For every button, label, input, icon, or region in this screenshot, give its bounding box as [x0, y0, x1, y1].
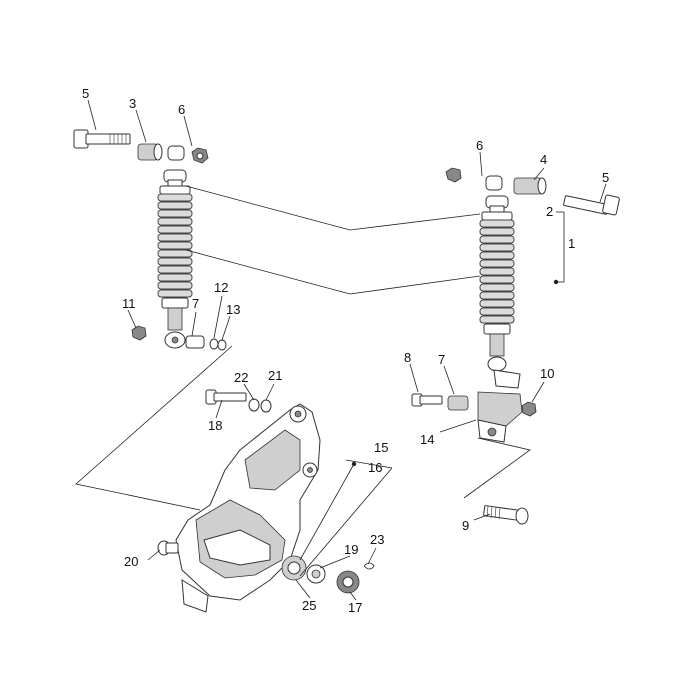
right-bolt	[563, 194, 620, 216]
callout-7-left: 7	[192, 296, 199, 311]
callout-8: 8	[404, 350, 411, 365]
callout-7-right: 7	[438, 352, 445, 367]
left-shock-absorber	[157, 169, 193, 349]
callout-9: 9	[462, 518, 469, 533]
left-bushing	[137, 143, 163, 161]
callout-3: 3	[129, 96, 136, 111]
left-spacer	[167, 145, 185, 161]
callout-4: 4	[540, 152, 547, 167]
right-top-hardware	[445, 167, 620, 216]
leader-lines	[87, 99, 607, 601]
callout-12: 12	[214, 280, 228, 295]
clip-23	[363, 562, 375, 570]
callout-5-left: 5	[82, 86, 89, 101]
callout-5-right: 5	[602, 170, 609, 185]
callout-19: 19	[344, 542, 358, 557]
swing-arm-housing	[175, 403, 321, 613]
left-bottom-hardware	[131, 325, 227, 351]
bolt-9	[483, 505, 529, 525]
bolt-20	[157, 540, 179, 556]
callout-17: 17	[348, 600, 362, 615]
callout-2: 2	[546, 204, 553, 219]
callout-6-left: 6	[178, 102, 185, 117]
bolt-18	[205, 389, 272, 413]
callout-20: 20	[124, 554, 138, 569]
callout-11: 11	[122, 296, 136, 311]
left-nut	[191, 147, 209, 164]
left-bolt	[73, 129, 131, 149]
callout-6-right: 6	[476, 138, 483, 153]
left-top-hardware	[73, 129, 209, 164]
assembly-guide-lines	[75, 185, 531, 511]
gear-17	[336, 570, 360, 594]
callout-13: 13	[226, 302, 240, 317]
callout-18: 18	[208, 418, 222, 433]
right-bottom-hardware	[411, 393, 469, 411]
callout-21: 21	[268, 368, 282, 383]
right-shock-absorber	[479, 195, 515, 372]
callout-16: 16	[368, 460, 382, 475]
callout-25: 25	[302, 598, 316, 613]
callout-15: 15	[374, 440, 388, 455]
callout-22: 22	[234, 370, 248, 385]
callout-10: 10	[540, 366, 554, 381]
callout-23: 23	[370, 532, 384, 547]
right-bottom-bracket	[477, 369, 537, 443]
callouts: 5 3 6 11 7 12 13 6 4 5 2 1 8 7 10 14 9 2…	[82, 86, 609, 615]
right-spring	[479, 219, 515, 324]
left-spring	[157, 193, 193, 298]
callout-14: 14	[420, 432, 434, 447]
bearing-25	[281, 555, 307, 581]
spacer-19	[306, 564, 326, 584]
callout-1: 1	[568, 236, 575, 251]
